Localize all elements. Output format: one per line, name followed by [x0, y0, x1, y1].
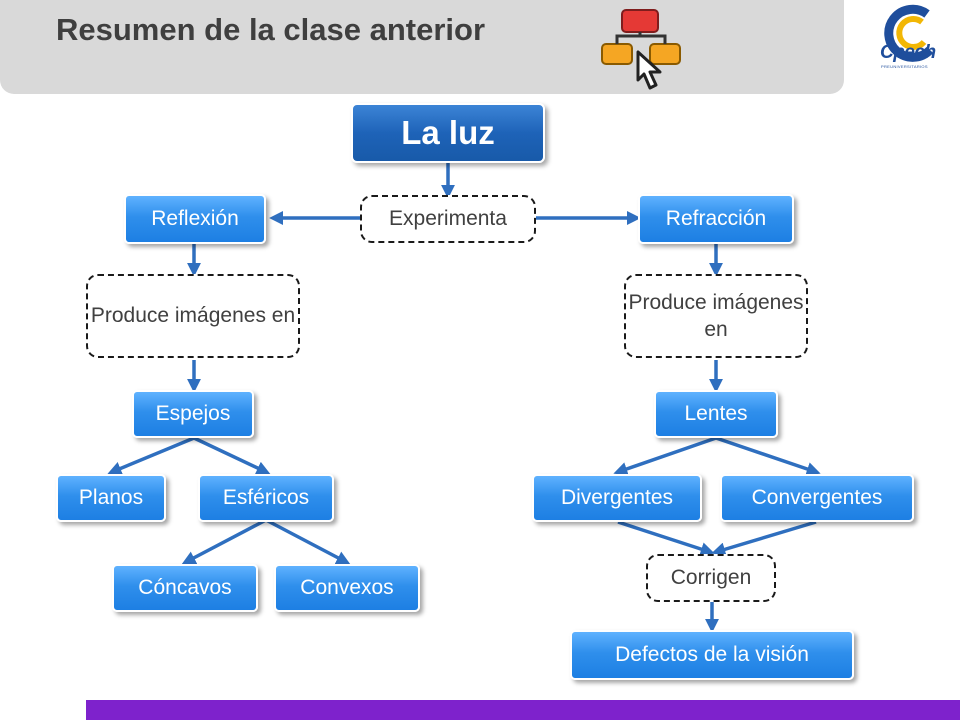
label-experimenta: Experimenta [360, 195, 536, 243]
node-reflexion: Reflexión [124, 194, 266, 244]
footer-bar [86, 700, 960, 720]
node-planos: Planos [56, 474, 166, 522]
node-concavos: Cóncavos [112, 564, 258, 612]
node-la-luz: La luz [351, 103, 545, 163]
node-convergentes: Convergentes [720, 474, 914, 522]
logo-subtext: PREUNIVERSITARIOS [881, 64, 928, 69]
node-convexos: Convexos [274, 564, 420, 612]
cpech-logo [884, 4, 934, 62]
header-bar [0, 0, 844, 94]
flowchart-click-icon [601, 9, 681, 90]
label-produce-right: Produce imágenes en [624, 274, 808, 358]
node-espejos: Espejos [132, 390, 254, 438]
node-refraccion: Refracción [638, 194, 794, 244]
page-title: Resumen de la clase anterior [56, 12, 486, 47]
node-lentes: Lentes [654, 390, 778, 438]
label-produce-left: Produce imágenes en [86, 274, 300, 358]
node-divergentes: Divergentes [532, 474, 702, 522]
label-corrigen: Corrigen [646, 554, 776, 602]
node-defectos-vision: Defectos de la visión [570, 630, 854, 680]
node-esfericos: Esféricos [198, 474, 334, 522]
logo-text: Cpech [880, 42, 936, 63]
